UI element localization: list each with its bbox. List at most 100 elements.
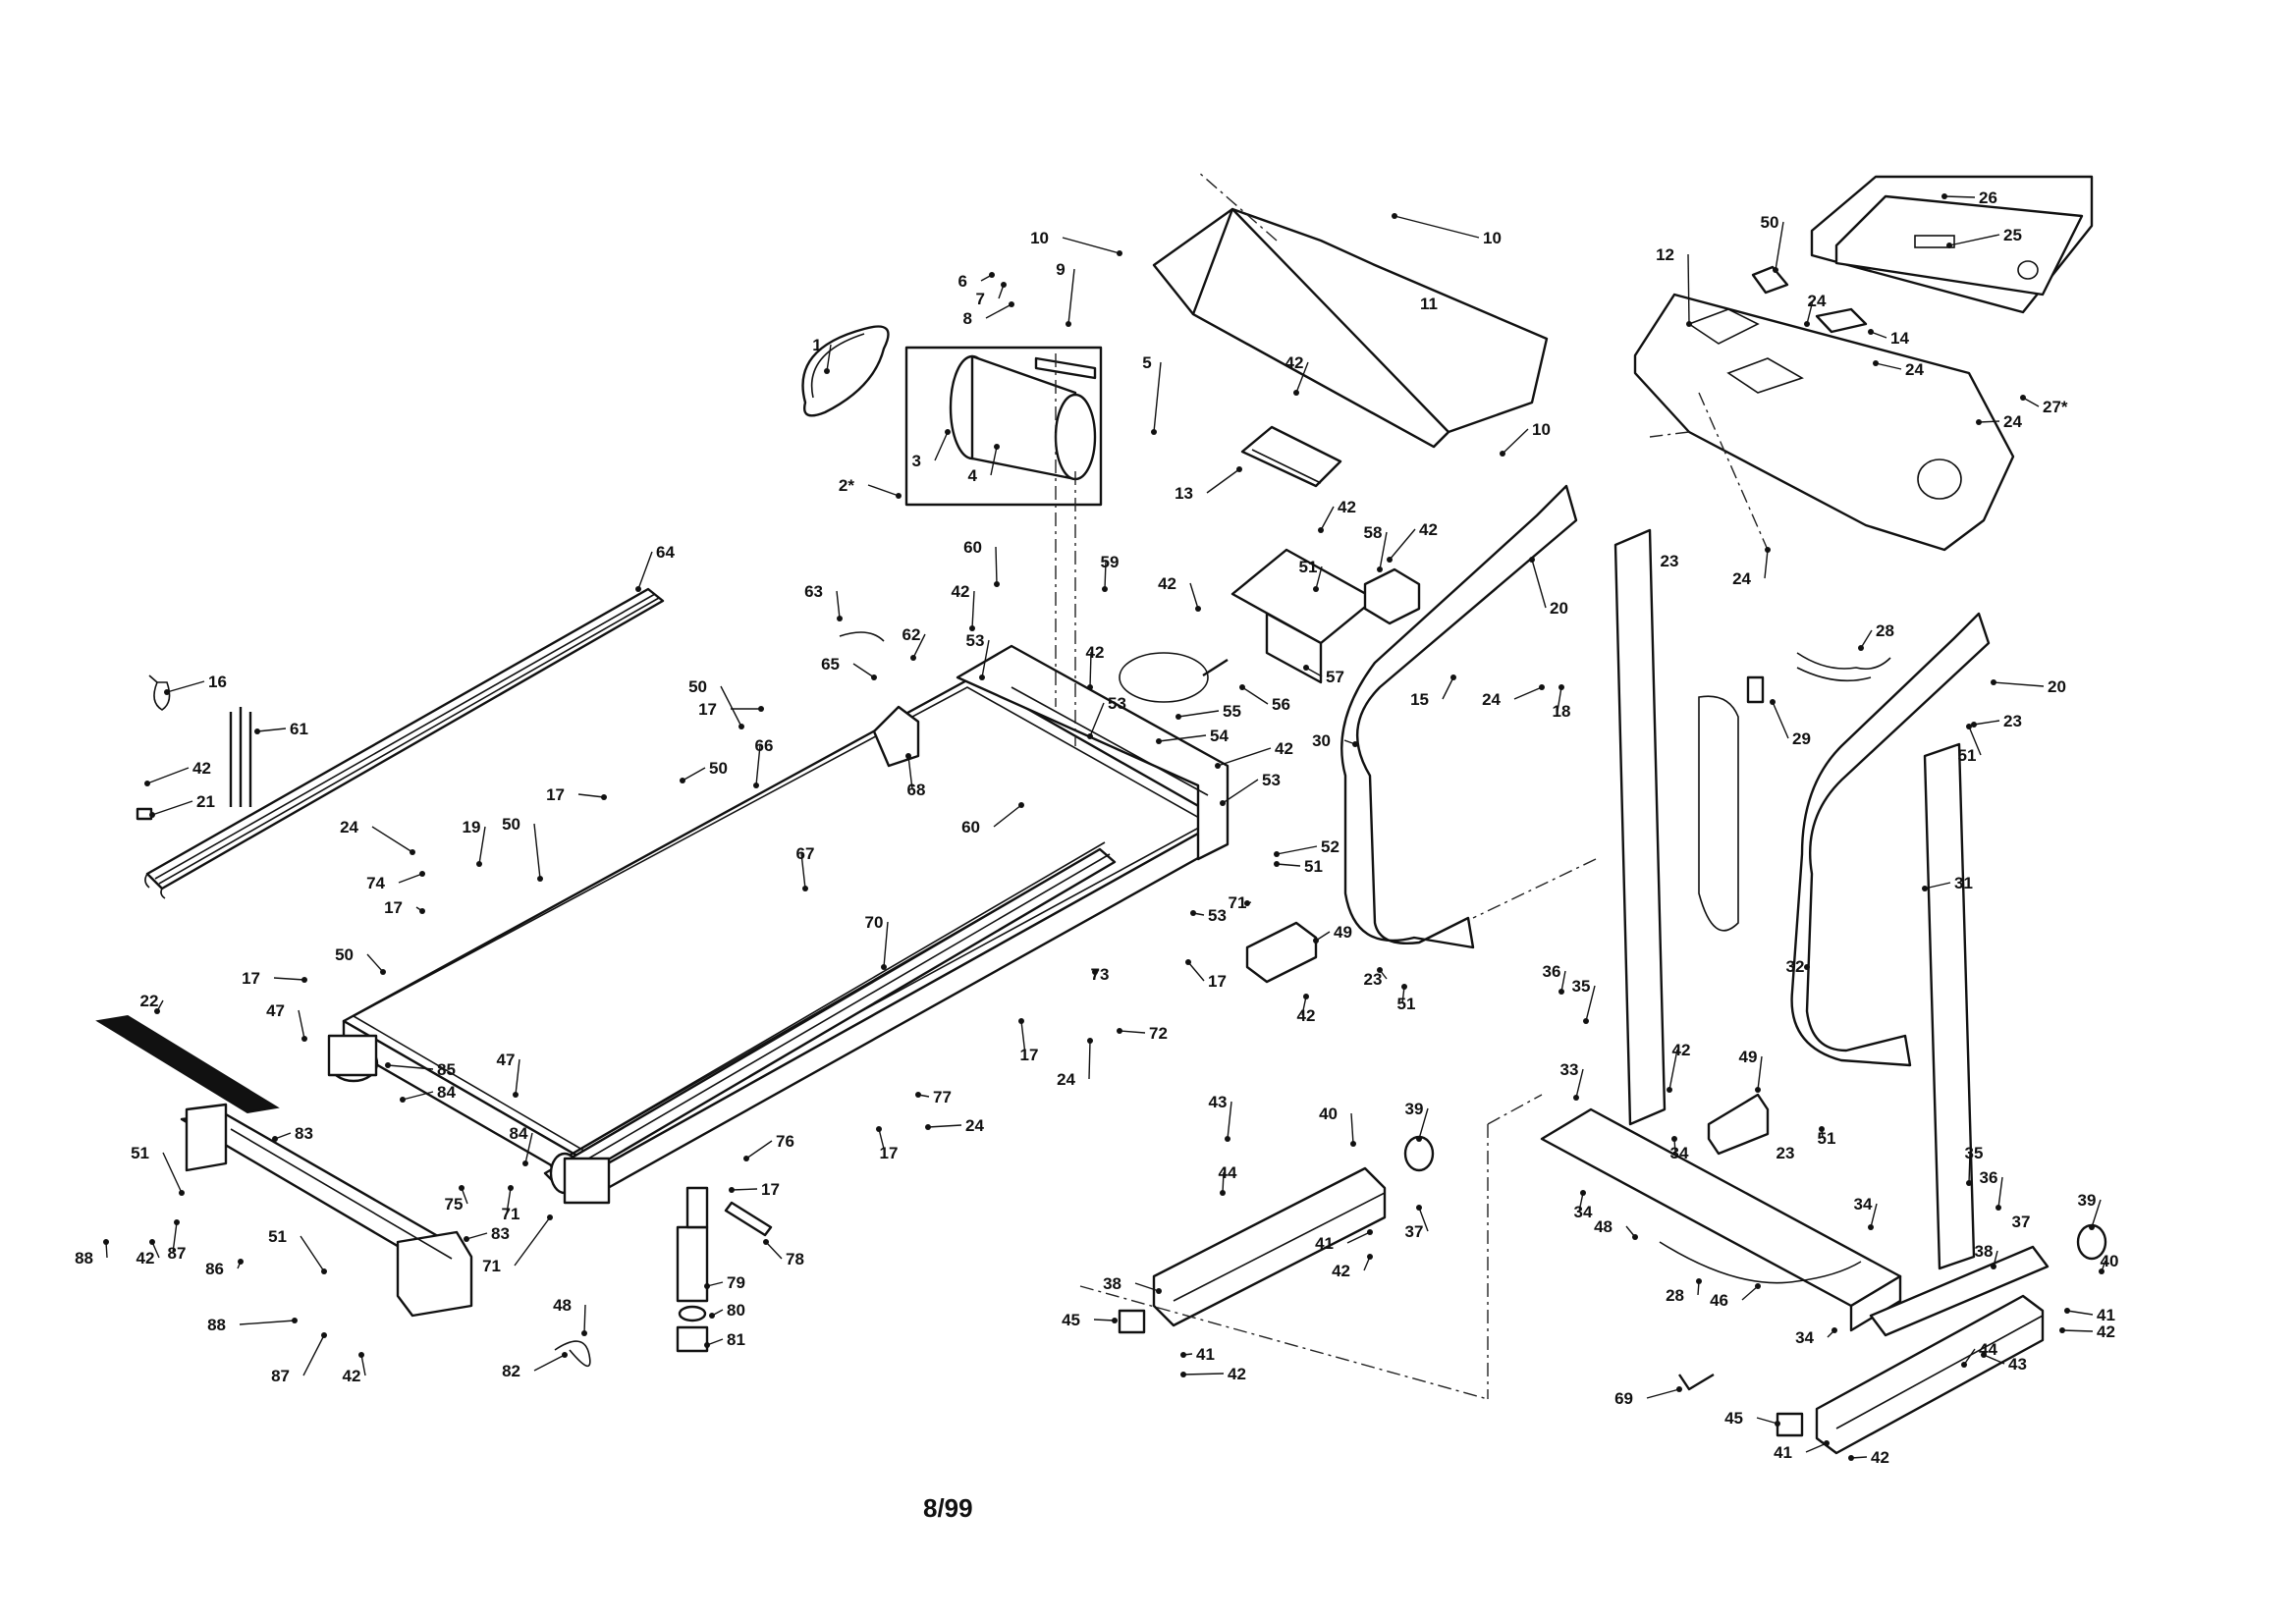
assembly-lines (1055, 171, 1769, 1400)
leader-line-c42b (1320, 506, 1335, 531)
leader-dot-c24h (925, 1124, 931, 1130)
leader-dot-c7 (1001, 282, 1007, 288)
leader-line-c24e (1764, 549, 1769, 579)
leader-dot-c42c (1387, 557, 1393, 563)
leader-line-c27 (2022, 397, 2040, 407)
part-68-pulley (872, 705, 920, 768)
callout-label-c66: 66 (755, 736, 774, 755)
callout-label-c24c: 24 (1808, 292, 1827, 310)
leader-dot-c38b (1991, 1264, 1996, 1269)
leader-line-c71b (514, 1216, 551, 1267)
callout-label-c42d: 42 (1158, 574, 1176, 593)
leader-line-c10c (1502, 428, 1529, 455)
callout-label-c25: 25 (2003, 226, 2022, 244)
part-31-right-upright (1613, 528, 1976, 1270)
part-16-tie (148, 674, 171, 711)
leader-line-c45a (1093, 1319, 1116, 1321)
leader-line-c24h (927, 1124, 962, 1128)
leader-line-c53c (1222, 779, 1259, 804)
leader-dot-c53a (979, 674, 985, 680)
leader-dot-c28a (1858, 645, 1864, 651)
leader-dot-c42b (1318, 527, 1324, 533)
leader-line-c39a (1418, 1107, 1429, 1140)
callout-label-c24g: 24 (1057, 1070, 1075, 1089)
callout-label-c53b: 53 (1108, 694, 1126, 713)
leader-line-c33 (1575, 1068, 1584, 1099)
callout-label-c41d: 41 (1774, 1443, 1792, 1462)
leader-dot-c17d (301, 977, 307, 983)
leader-line-c42g (1217, 747, 1272, 767)
leader-dot-c87a (174, 1219, 180, 1225)
callout-label-c30: 30 (1312, 731, 1331, 750)
leader-dot-c88a (103, 1239, 109, 1245)
leader-dot-c42i (1667, 1087, 1672, 1093)
parts-drawing (95, 171, 2107, 1455)
leader-dot-c39b (2089, 1224, 2095, 1230)
callout-label-c40b: 40 (2101, 1252, 2119, 1270)
callout-label-c83a: 83 (295, 1124, 313, 1143)
leader-dot-c78 (763, 1239, 769, 1245)
leader-line-c24d (1513, 686, 1543, 700)
leader-line-c87a (172, 1221, 178, 1254)
leader-dot-c51g (1966, 724, 1972, 729)
leader-dot-c42g (1215, 763, 1221, 769)
leader-line-c5 (1153, 361, 1162, 433)
leader-line-c17e (1187, 961, 1205, 982)
callout-label-c28a: 28 (1876, 621, 1894, 640)
callout-label-c42p: 42 (343, 1367, 361, 1385)
leader-line-c45b (1756, 1417, 1778, 1425)
part-58-controller (1363, 567, 1421, 625)
callout-label-c42i: 42 (1672, 1041, 1691, 1059)
part-76-rear-roller (549, 1152, 611, 1205)
leader-dot-c85 (385, 1062, 391, 1068)
leader-line-c10b (1394, 215, 1480, 239)
leader-line-c23b (1973, 720, 2000, 726)
part-50-console-tag (1751, 265, 1789, 295)
leader-line-c21 (151, 800, 193, 816)
leader-dot-c74 (419, 871, 425, 877)
leader-dot-c42h (1303, 994, 1309, 999)
leader-line-c40a (1350, 1112, 1354, 1145)
callout-label-c24e: 24 (1732, 569, 1751, 588)
leader-line-c59 (1104, 561, 1107, 590)
leader-dot-c24g (1087, 1038, 1093, 1044)
leader-dot-c42l (1848, 1455, 1854, 1461)
leader-line-c19 (478, 826, 486, 865)
part-22-belt-strip (95, 1014, 280, 1114)
leader-dot-c42n (144, 781, 150, 786)
callout-label-c34b: 34 (1670, 1144, 1689, 1162)
callout-label-c73: 73 (1091, 965, 1110, 984)
leader-line-c68 (907, 755, 913, 790)
leader-line-c51a (162, 1152, 183, 1194)
leader-dot-c43a (1225, 1136, 1230, 1142)
leader-dot-c17a (758, 706, 764, 712)
callout-label-c42l: 42 (1871, 1448, 1889, 1467)
leader-line-c17g (878, 1128, 886, 1154)
callout-label-c51b: 51 (268, 1227, 287, 1246)
callout-label-c80: 80 (727, 1301, 745, 1320)
leader-dot-c14 (1868, 329, 1874, 335)
part-49-covers (1245, 921, 1770, 1156)
leader-line-c24g (1088, 1040, 1091, 1080)
leader-line-c41d (1805, 1442, 1828, 1453)
leader-dot-c20b (1991, 679, 1996, 685)
callout-label-c42n: 42 (192, 759, 211, 778)
callout-label-c65: 65 (821, 655, 840, 674)
callout-label-c2: 2* (839, 476, 854, 495)
leader-line-c24a (1978, 420, 2000, 423)
leader-line-c25 (1948, 234, 2000, 246)
leader-dot-c68 (905, 753, 911, 759)
part-2-motor-assembly (904, 346, 1103, 507)
leader-line-c12 (1687, 253, 1690, 325)
callout-label-c42e: 42 (952, 582, 970, 601)
callout-label-c34d: 34 (1795, 1328, 1814, 1347)
callout-label-c4: 4 (968, 466, 978, 485)
callout-label-c51f: 51 (1818, 1129, 1836, 1148)
leader-dot-c15 (1450, 674, 1456, 680)
callout-label-c52: 52 (1321, 837, 1339, 856)
leader-line-c53a (981, 639, 990, 678)
leader-line-c47b (515, 1058, 520, 1096)
leader-line-c67 (800, 852, 806, 890)
callout-label-c21: 21 (196, 792, 215, 811)
leader-dot-c50c (537, 876, 543, 882)
